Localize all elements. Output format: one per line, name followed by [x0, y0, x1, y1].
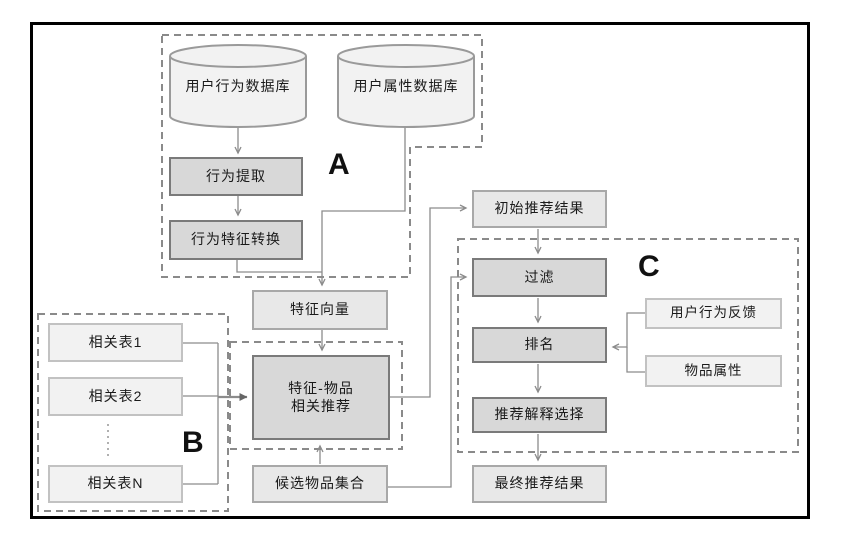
node-label: 推荐解释选择 — [494, 406, 585, 423]
node-related-table-2: 相关表2 — [48, 377, 183, 416]
group-b-outline — [37, 313, 229, 512]
node-user-feedback: 用户行为反馈 — [645, 298, 782, 329]
node-feature-vector: 特征向量 — [252, 290, 388, 330]
edge-feedback-to-ranking — [613, 312, 645, 347]
node-label: 相关表2 — [88, 387, 143, 404]
node-label: 相关表N — [87, 475, 144, 492]
node-behavior-feature-convert: 行为特征转换 — [169, 220, 303, 260]
outer-frame — [30, 22, 810, 519]
node-initial-results: 初始推荐结果 — [472, 190, 607, 228]
edge-candidates-to-filter — [388, 277, 466, 488]
group-b-label: B — [182, 426, 204, 459]
node-final-results: 最终推荐结果 — [472, 465, 607, 503]
node-label: 候选物品集合 — [275, 475, 365, 492]
node-ranking: 排名 — [472, 327, 607, 363]
node-label: 用户行为反馈 — [670, 305, 757, 321]
edge-tables-merge — [183, 342, 219, 485]
node-label: 最终推荐结果 — [494, 475, 585, 492]
edge-itemattrs-to-ranking — [626, 347, 645, 373]
node-behavior-extract: 行为提取 — [169, 157, 303, 196]
edge-featureitem-to-initial — [390, 208, 466, 398]
node-label: 用户行为数据库 — [185, 78, 291, 94]
group-c-outline — [457, 238, 799, 453]
node-candidate-items: 候选物品集合 — [252, 465, 388, 503]
node-label: 行为提取 — [206, 167, 266, 184]
node-label: 用户属性数据库 — [353, 78, 459, 94]
database-cylinder-icon — [337, 44, 475, 128]
edge-convert-to-merge — [236, 260, 322, 273]
group-a-outline — [161, 34, 483, 278]
node-label: 初始推荐结果 — [494, 200, 585, 217]
edge-attrdb-to-featurevector — [322, 127, 406, 285]
node-label: 相关表1 — [88, 333, 143, 350]
node-label-line1: 特征-物品 — [288, 380, 354, 396]
node-label: 物品属性 — [684, 362, 743, 378]
node-label: 行为特征转换 — [191, 231, 281, 248]
node-label: 特征向量 — [290, 301, 350, 318]
group-feature-rec-outline — [229, 341, 403, 450]
node-explanation-select: 推荐解释选择 — [472, 397, 607, 433]
node-label: 过滤 — [524, 268, 555, 285]
node-label-line2: 相关推荐 — [291, 397, 351, 414]
node-related-table-n: 相关表N — [48, 465, 183, 503]
database-cylinder-icon — [169, 44, 307, 128]
group-c-label: C — [638, 250, 660, 283]
node-item-attrs: 物品属性 — [645, 355, 782, 387]
node-related-table-1: 相关表1 — [48, 323, 183, 362]
group-a-label: A — [328, 148, 350, 181]
node-feature-item-recommend: 特征-物品 相关推荐 — [252, 355, 390, 440]
node-user-attr-db: 用户属性数据库 — [337, 44, 475, 128]
node-user-behavior-db: 用户行为数据库 — [169, 44, 307, 128]
node-label: 排名 — [524, 336, 555, 353]
node-filter: 过滤 — [472, 258, 607, 297]
